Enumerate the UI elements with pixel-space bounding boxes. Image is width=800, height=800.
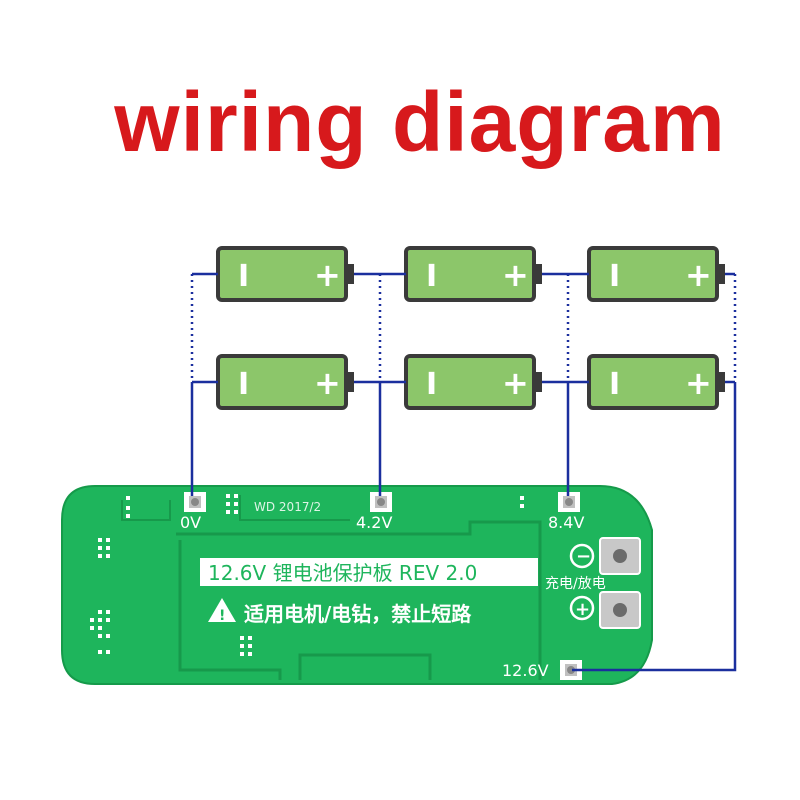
wire-12-6v [572, 382, 737, 672]
pad-hole [613, 603, 627, 617]
battery-pos-symbol: + [685, 364, 712, 402]
battery-neg-symbol: I [238, 259, 249, 294]
pcb-warning-text: 适用电机/电钻，禁止短路 [244, 602, 472, 626]
minus-circle-icon [569, 543, 595, 569]
pcb-silkscreen-code: WD 2017/2 [254, 500, 321, 514]
battery-neg-symbol: I [426, 367, 437, 402]
battery-terminal [717, 264, 725, 284]
wires [190, 272, 737, 672]
svg-text:!: ! [219, 608, 225, 624]
charge-discharge-label: 充电/放电 [545, 576, 606, 592]
pad-label-12-6v: 12.6V [502, 661, 549, 680]
battery-top-1: I + [216, 246, 354, 302]
pcb-label-main: 12.6V 锂电池保护板 REV 2.0 [208, 561, 477, 585]
pad-0v [184, 492, 206, 512]
battery-bottom-3: I + [587, 354, 725, 410]
battery-pos-symbol: + [502, 256, 529, 294]
battery-terminal [346, 264, 354, 284]
battery-bottom-2: I + [404, 354, 542, 410]
diagram-title: wiring diagram [114, 75, 726, 169]
pad-label-0v: 0V [180, 513, 201, 532]
plus-circle-icon [569, 595, 595, 621]
battery-terminal [534, 264, 542, 284]
battery-group: I + I + I + I + I + [216, 246, 725, 410]
pad-hole [613, 549, 627, 563]
battery-pos-symbol: + [314, 256, 341, 294]
battery-neg-symbol: I [609, 367, 620, 402]
battery-top-2: I + [404, 246, 542, 302]
battery-pos-symbol: + [314, 364, 341, 402]
pcb-trace [178, 540, 282, 680]
battery-pos-symbol: + [685, 256, 712, 294]
battery-neg-symbol: I [426, 259, 437, 294]
pad-label-8-4v: 8.4V [548, 513, 584, 532]
pad-4-2v [370, 492, 392, 512]
battery-terminal [717, 372, 725, 392]
battery-top-3: I + [587, 246, 725, 302]
pcb-trace [239, 495, 350, 521]
pcb-label-plate [200, 558, 538, 586]
pad-12-6v [560, 660, 582, 680]
plus-symbol: + [575, 599, 590, 620]
battery-bottom-1: I + [216, 354, 354, 410]
battery-terminal [534, 372, 542, 392]
warning-icon: ! [208, 598, 236, 624]
pcb-trace [176, 520, 542, 680]
pcb-trace [298, 653, 432, 680]
pad-8-4v [558, 492, 580, 512]
parallel-links [190, 274, 737, 382]
pcb-dots [90, 494, 524, 656]
battery-terminal [346, 372, 354, 392]
protection-board: WD 2017/2 12.6V 锂电池保护板 REV 2.0 ! 适用电机/电钻… [61, 485, 653, 685]
pcb-trace [121, 500, 171, 521]
battery-pos-symbol: + [502, 364, 529, 402]
minus-symbol: − [576, 546, 591, 567]
pad-label-4-2v: 4.2V [356, 513, 392, 532]
battery-neg-symbol: I [609, 259, 620, 294]
battery-neg-symbol: I [238, 367, 249, 402]
